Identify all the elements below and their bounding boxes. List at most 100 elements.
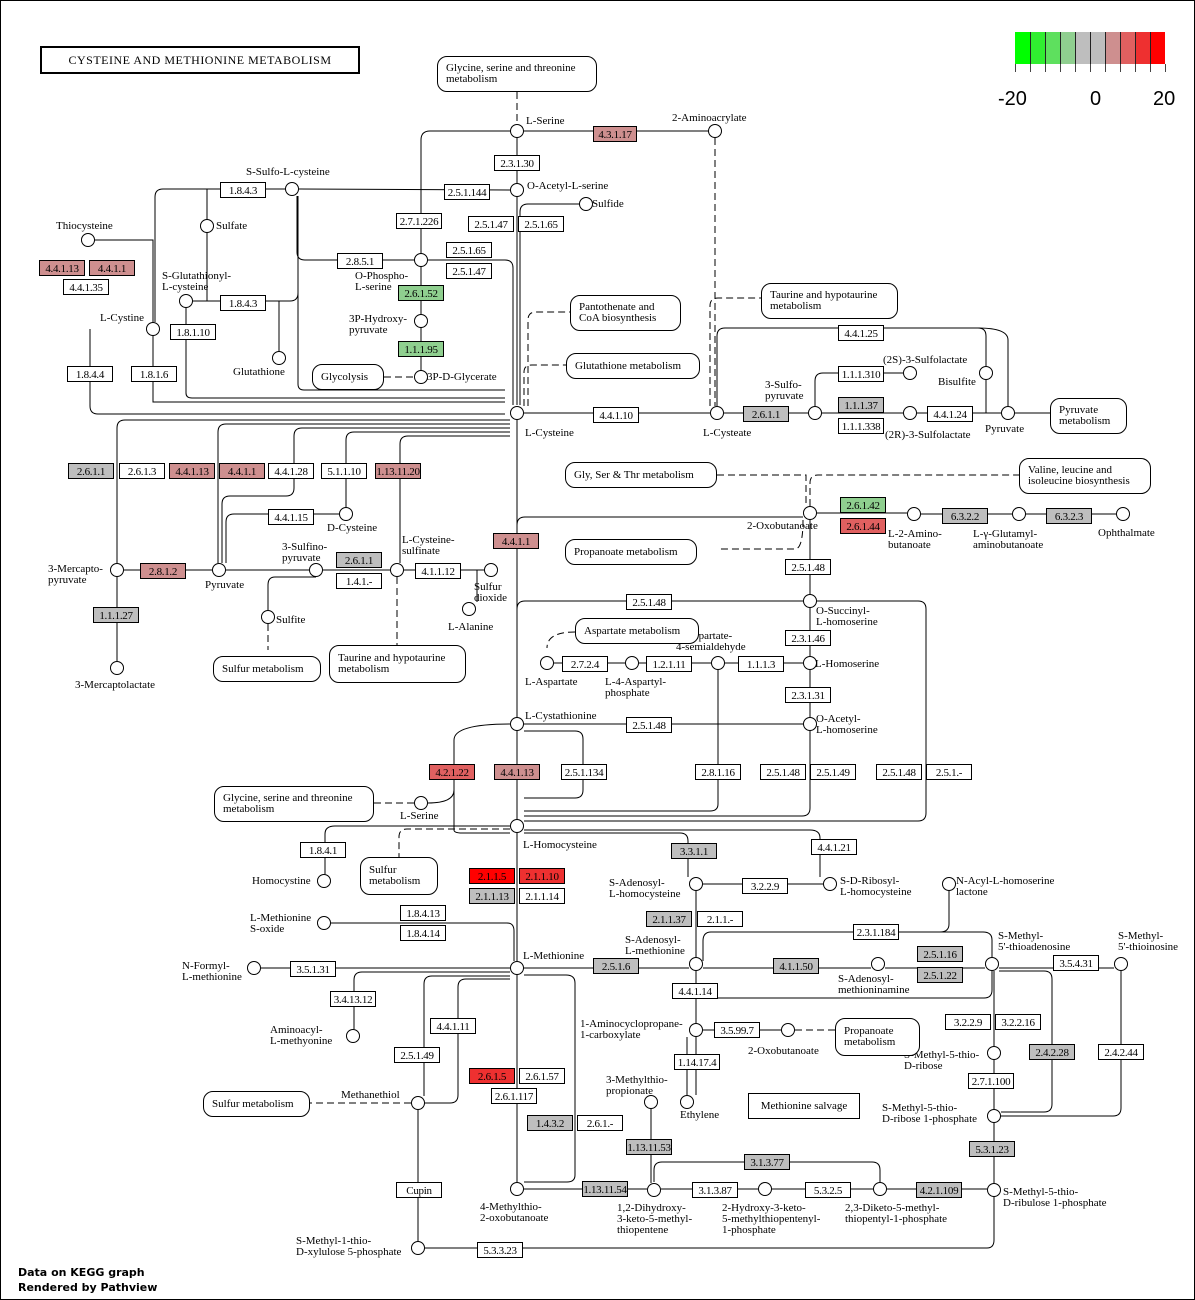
compound-node[interactable] [390,563,404,577]
compound-node[interactable] [987,1109,1001,1123]
compound-node[interactable] [711,656,725,670]
compound-node[interactable] [414,796,428,810]
pathway-map-link[interactable]: Aspartate metabolism [575,618,699,644]
compound-node[interactable] [317,874,331,888]
compound-node[interactable] [781,1023,795,1037]
compound-node[interactable] [81,233,95,247]
enzyme-box[interactable]: 2.5.1.65 [518,216,564,232]
enzyme-box[interactable]: 2.7.1.226 [396,213,442,229]
enzyme-box[interactable]: 2.8.5.1 [337,253,383,269]
enzyme-box[interactable]: 3.5.4.31 [1053,955,1099,971]
compound-node[interactable] [110,661,124,675]
enzyme-box[interactable]: 1.8.1.10 [170,324,216,340]
enzyme-box[interactable]: 4.4.1.10 [593,407,639,423]
compound-node[interactable] [414,370,428,384]
compound-node[interactable] [1001,406,1015,420]
enzyme-box[interactable]: 4.4.1.1 [219,463,265,479]
compound-node[interactable] [708,124,722,138]
compound-node[interactable] [414,314,428,328]
pathway-map-link[interactable]: Propanoate metabolism [835,1018,920,1056]
enzyme-box[interactable]: 2.5.1.48 [626,717,672,733]
compound-node[interactable] [942,877,956,891]
enzyme-box[interactable]: 3.3.1.1 [671,843,717,859]
enzyme-box[interactable]: 1.14.17.4 [674,1054,720,1070]
pathway-map-link[interactable]: Taurine and hypotaurine metabolism [329,645,466,683]
enzyme-box[interactable]: 2.5.1.134 [561,764,607,780]
enzyme-box[interactable]: 6.3.2.2 [942,508,988,524]
compound-node[interactable] [689,1023,703,1037]
enzyme-box[interactable]: 2.4.2.28 [1029,1044,1075,1060]
compound-node[interactable] [339,507,353,521]
enzyme-box[interactable]: 5.3.1.23 [969,1141,1015,1157]
enzyme-box[interactable]: 1.8.4.14 [400,925,446,941]
enzyme-box[interactable]: 2.5.1.48 [760,764,806,780]
compound-node[interactable] [644,1095,658,1109]
compound-node[interactable] [710,406,724,420]
compound-node[interactable] [261,610,275,624]
pathway-map-link[interactable]: Propanoate metabolism [565,539,697,565]
enzyme-box[interactable]: 2.6.1.1 [68,463,114,479]
enzyme-box[interactable]: 1.13.11.53 [626,1139,672,1155]
enzyme-box[interactable]: 4.4.1.13 [494,764,540,780]
enzyme-box[interactable]: 2.6.1.57 [519,1068,565,1084]
enzyme-box[interactable]: 2.6.1.42 [840,497,886,513]
enzyme-box[interactable]: 3.2.2.9 [742,878,788,894]
enzyme-box[interactable]: 4.4.1.13 [39,260,85,276]
compound-node[interactable] [689,877,703,891]
compound-node[interactable] [110,563,124,577]
enzyme-box[interactable]: 4.4.1.1 [493,533,539,549]
enzyme-box[interactable]: 2.7.2.4 [562,656,608,672]
enzyme-box[interactable]: 1.8.4.4 [67,366,113,382]
enzyme-box[interactable]: 2.5.1.47 [468,216,514,232]
pathway-map-link[interactable]: Pantothenate and CoA biosynthesis [570,295,681,331]
compound-node[interactable] [200,219,214,233]
pathway-map-link[interactable]: Glycine, serine and threonine metabolism [437,56,597,92]
enzyme-box[interactable]: 5.3.2.5 [805,1182,851,1198]
enzyme-box[interactable]: 4.3.1.17 [593,126,637,142]
pathway-map-link[interactable]: Sulfur metabolism [203,1091,310,1117]
enzyme-box[interactable]: 1.1.1.27 [93,607,139,623]
compound-node[interactable] [873,1182,887,1196]
compound-node[interactable] [414,253,428,267]
enzyme-box[interactable]: 1.4.1.- [336,573,382,589]
enzyme-box[interactable]: 2.1.1.13 [469,888,515,904]
enzyme-box[interactable]: 4.2.1.22 [429,764,475,780]
enzyme-box[interactable]: 1.1.1.310 [838,366,884,382]
enzyme-box[interactable]: 2.5.1.49 [394,1047,440,1063]
enzyme-box[interactable]: 2.5.1.48 [785,559,831,575]
enzyme-box[interactable]: 2.5.1.- [926,764,972,780]
compound-node[interactable] [1114,957,1128,971]
enzyme-box[interactable]: 2.5.1.6 [593,958,639,974]
enzyme-box[interactable]: 2.5.1.48 [626,594,672,610]
enzyme-box[interactable]: 4.4.1.15 [268,509,314,525]
compound-node[interactable] [484,563,498,577]
compound-node[interactable] [1116,507,1130,521]
compound-node[interactable] [212,563,226,577]
compound-node[interactable] [510,1182,524,1196]
enzyme-box[interactable]: 2.3.1.46 [785,630,831,646]
enzyme-box[interactable]: 2.6.1.3 [119,463,165,479]
enzyme-box[interactable]: 2.5.1.65 [446,242,492,258]
enzyme-box[interactable]: 3.1.3.87 [692,1182,738,1198]
compound-node[interactable] [317,916,331,930]
enzyme-box[interactable]: 2.6.1.- [577,1115,623,1131]
enzyme-box[interactable]: 2.3.1.184 [853,924,899,940]
compound-node[interactable] [579,197,593,211]
enzyme-box[interactable]: 6.3.2.3 [1046,508,1092,524]
compound-node[interactable] [647,1183,661,1197]
enzyme-box[interactable]: 1.8.4.3 [220,182,266,198]
enzyme-box[interactable]: 4.1.1.12 [415,563,461,579]
compound-node[interactable] [689,957,703,971]
compound-node[interactable] [871,957,885,971]
enzyme-box[interactable]: 5.3.3.23 [477,1242,523,1258]
compound-node[interactable] [823,877,837,891]
enzyme-box[interactable]: 1.8.4.1 [300,842,346,858]
enzyme-box[interactable]: 2.5.1.16 [917,946,963,962]
compound-node[interactable] [309,563,323,577]
pathway-map-link[interactable]: Glycine, serine and threonine metabolism [214,786,374,822]
pathway-map-link[interactable]: Valine, leucine and isoleucine biosynthe… [1019,458,1151,494]
compound-node[interactable] [462,602,476,616]
pathway-map-link[interactable]: Taurine and hypotaurine metabolism [761,283,898,319]
compound-node[interactable] [903,406,917,420]
compound-node[interactable] [510,819,524,833]
